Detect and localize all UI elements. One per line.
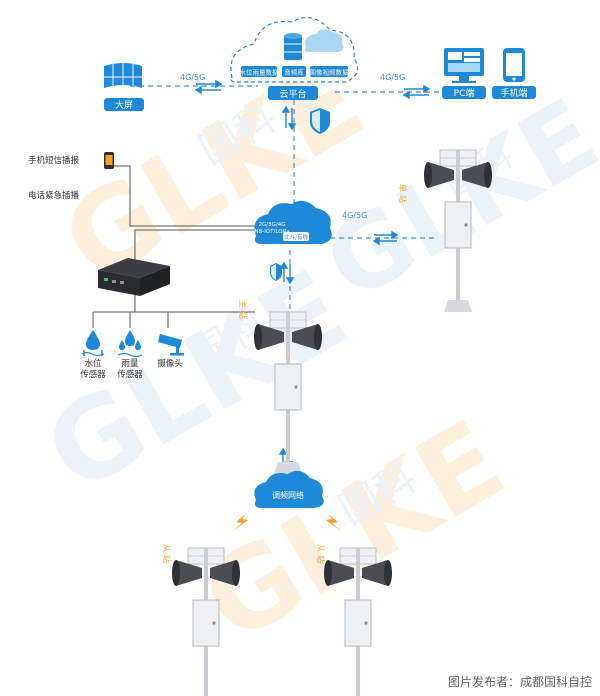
slave-station-label: 从站 bbox=[316, 544, 326, 566]
bidirectional-arrow-icon bbox=[281, 105, 297, 131]
db-tag: 音频库 bbox=[284, 68, 304, 77]
db-tag: 水位雨量数据 bbox=[240, 68, 280, 77]
sensors: 水位 传感器 雨量 传感器 摄像头 bbox=[80, 330, 184, 380]
big-screen: 大屏 4G/5G bbox=[104, 63, 205, 111]
pc-icon bbox=[444, 48, 484, 83]
fm-network-label: 调频网络 bbox=[272, 490, 304, 500]
big-screen-icon bbox=[104, 63, 142, 88]
cloud-platform-label: 云平台 bbox=[279, 88, 306, 100]
database-icon bbox=[284, 33, 302, 60]
camera-icon bbox=[158, 334, 184, 356]
bidirectional-arrow-icon bbox=[372, 230, 399, 246]
image-credit: 图片发布者：成都国科自控 bbox=[447, 675, 592, 689]
sensor-label: 传感器 bbox=[80, 369, 106, 380]
shield-icon bbox=[270, 263, 282, 281]
single-station: 单站 4G/5G bbox=[342, 149, 493, 313]
network-cloud-text: NB-IOT/LORa bbox=[254, 229, 289, 235]
link-label: 4G/5G bbox=[380, 73, 405, 82]
watermark: GLKE 国科 GLKE 国科 GLKE 国科 GLKE 国科 bbox=[25, 36, 600, 667]
single-station-label: 单站 bbox=[398, 184, 408, 206]
sensor-label: 水位 bbox=[84, 358, 102, 369]
sensor-label: 雨量 bbox=[121, 359, 139, 369]
phone-icon bbox=[503, 48, 525, 82]
connections bbox=[92, 85, 455, 480]
mobile-phone-icon bbox=[104, 152, 114, 169]
shield-icon bbox=[310, 108, 330, 134]
bidirectional-arrow-icon bbox=[402, 84, 431, 100]
watermark-logo: GLKE bbox=[25, 246, 367, 517]
control-line bbox=[134, 229, 262, 262]
main-station: 主站 bbox=[238, 300, 323, 475]
main-station-label: 主站 bbox=[238, 300, 248, 322]
link-label: 4G/5G bbox=[180, 73, 205, 82]
control-input-label: 电话紧急插播 bbox=[28, 190, 80, 201]
water-level-sensor-icon bbox=[81, 330, 105, 357]
big-screen-label: 大屏 bbox=[115, 99, 133, 111]
pc-label: PC端 bbox=[454, 87, 475, 99]
link-label: 4G/5G bbox=[342, 211, 367, 220]
controller-device-icon bbox=[98, 258, 170, 296]
network-cloud: 2G/3G/4G NB-IOT/LORa 北斗/有线 bbox=[254, 200, 332, 244]
bidirectional-arrow-icon bbox=[194, 79, 223, 95]
sensor-label: 传感器 bbox=[117, 369, 143, 380]
slave-station: 从站 bbox=[162, 544, 241, 696]
rain-sensor-icon bbox=[117, 330, 143, 358]
network-cloud-text: 2G/3G/4G bbox=[259, 222, 286, 228]
slave-station: 从站 bbox=[316, 544, 393, 696]
bidirectional-arrow-icon bbox=[279, 261, 295, 285]
phone-label: 手机端 bbox=[500, 87, 527, 99]
network-cloud-tag: 北斗/有线 bbox=[284, 233, 308, 241]
db-tag: 图像视频数据 bbox=[310, 68, 350, 77]
clients: PC端 手机端 4G/5G bbox=[380, 48, 536, 99]
control-line bbox=[112, 165, 262, 227]
slave-station-label: 从站 bbox=[162, 544, 172, 566]
cloud-platform: 水位雨量数据 音频库 图像视频数据 云平台 bbox=[230, 16, 359, 100]
fm-network-cloud: 调频网络 bbox=[254, 470, 324, 508]
control-inputs: 手机短信播报 电话紧急插播 bbox=[28, 152, 114, 201]
sensor-label: 摄像头 bbox=[157, 358, 183, 369]
control-input-label: 手机短信播报 bbox=[28, 155, 80, 166]
